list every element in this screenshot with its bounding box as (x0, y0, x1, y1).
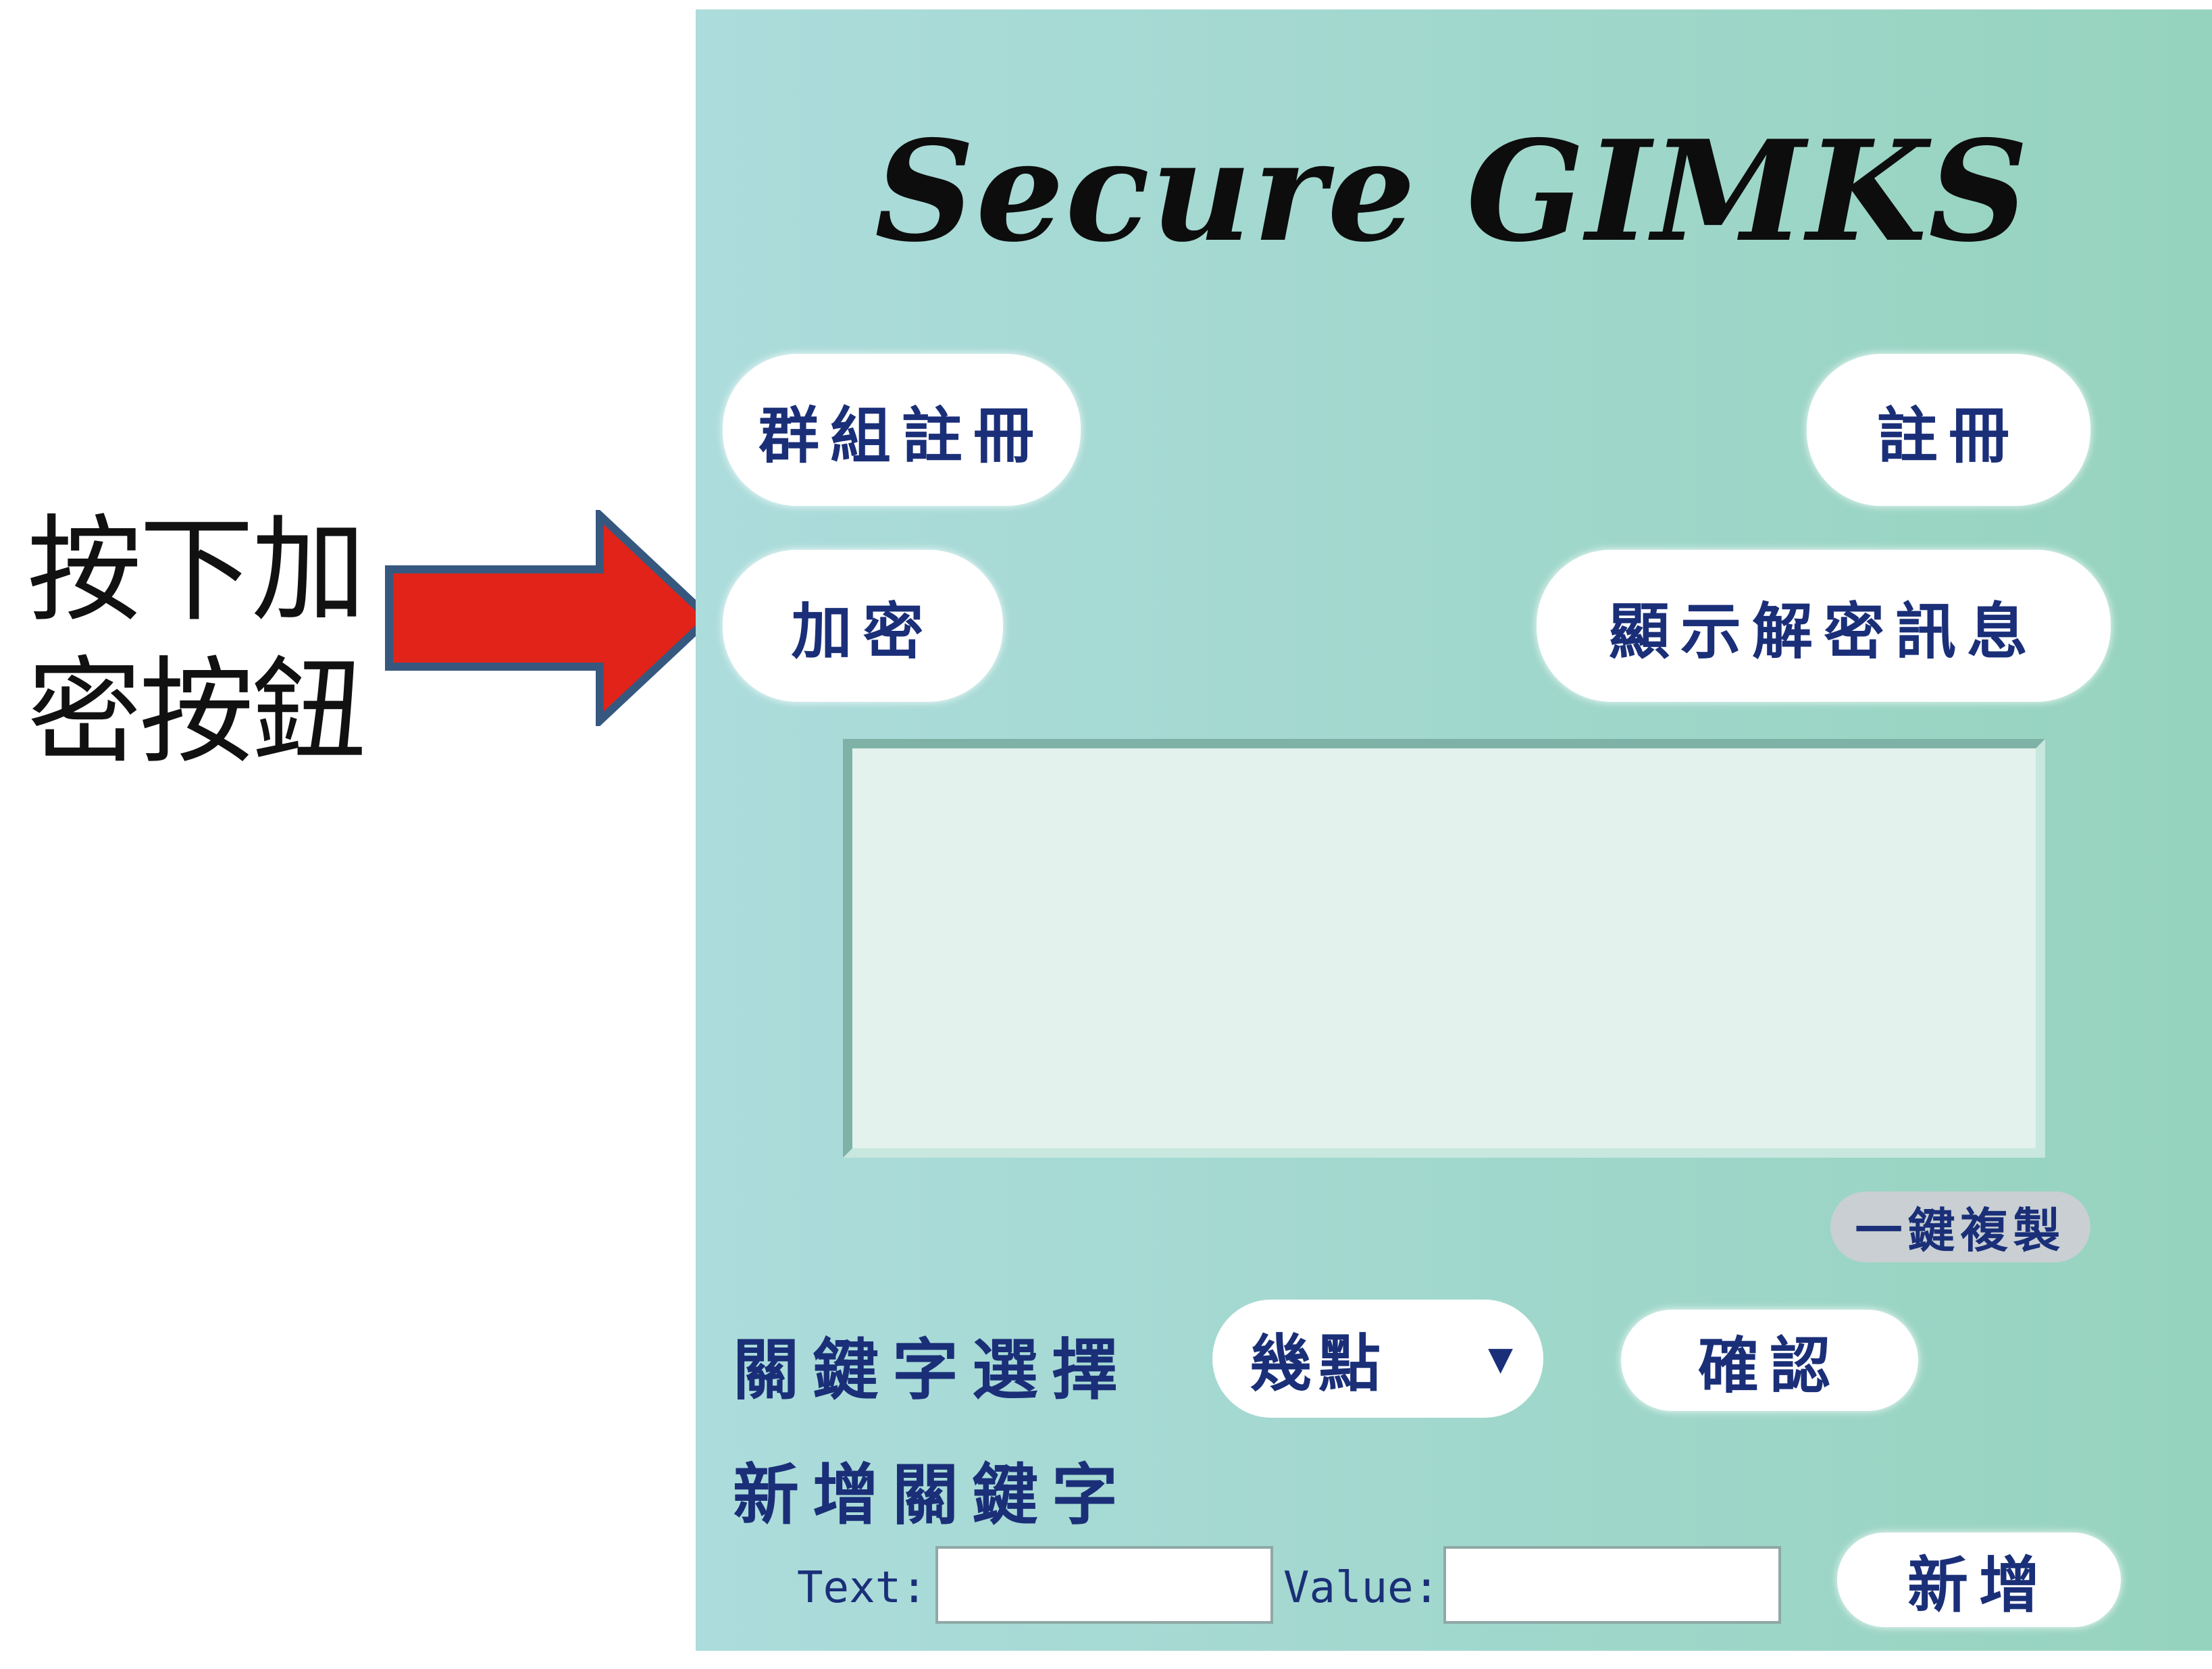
annotation-line-2: 密按鈕 (27, 646, 366, 779)
add-button[interactable]: 新增 (1837, 1533, 2121, 1627)
confirm-button[interactable]: 確認 (1621, 1310, 1918, 1411)
text-field-label: Text: (797, 1563, 927, 1613)
keyword-selected-value: 幾點 (1250, 1327, 1388, 1400)
group-register-button[interactable]: 群組註冊 (723, 354, 1081, 506)
keyword-select-label: 關鍵字選擇 (733, 1331, 1132, 1409)
add-keyword-label: 新增關鍵字 (733, 1456, 1132, 1534)
encrypt-button[interactable]: 加密 (723, 550, 1003, 702)
register-button[interactable]: 註冊 (1807, 354, 2090, 506)
annotation-line-1: 按下加 (27, 504, 366, 638)
value-input[interactable] (1443, 1546, 1781, 1624)
copy-all-button[interactable]: 一鍵複製 (1830, 1191, 2090, 1262)
caret-down-icon: ▼ (1488, 1339, 1513, 1378)
keyword-select[interactable]: 幾點 ▼ (1212, 1300, 1543, 1418)
text-input[interactable] (935, 1546, 1273, 1624)
pointer-arrow-icon (385, 510, 715, 726)
value-field-label: Value: (1283, 1563, 1440, 1613)
show-decrypted-message-button[interactable]: 顯示解密訊息 (1537, 550, 2111, 702)
message-textarea[interactable] (843, 739, 2045, 1158)
annotation-text: 按下加 密按鈕 (27, 500, 378, 784)
app-title: Secure GIMKS (874, 111, 2030, 273)
app-panel: Secure GIMKS 群組註冊 註冊 加密 顯示解密訊息 一鍵複製 關鍵字選… (696, 9, 2212, 1651)
